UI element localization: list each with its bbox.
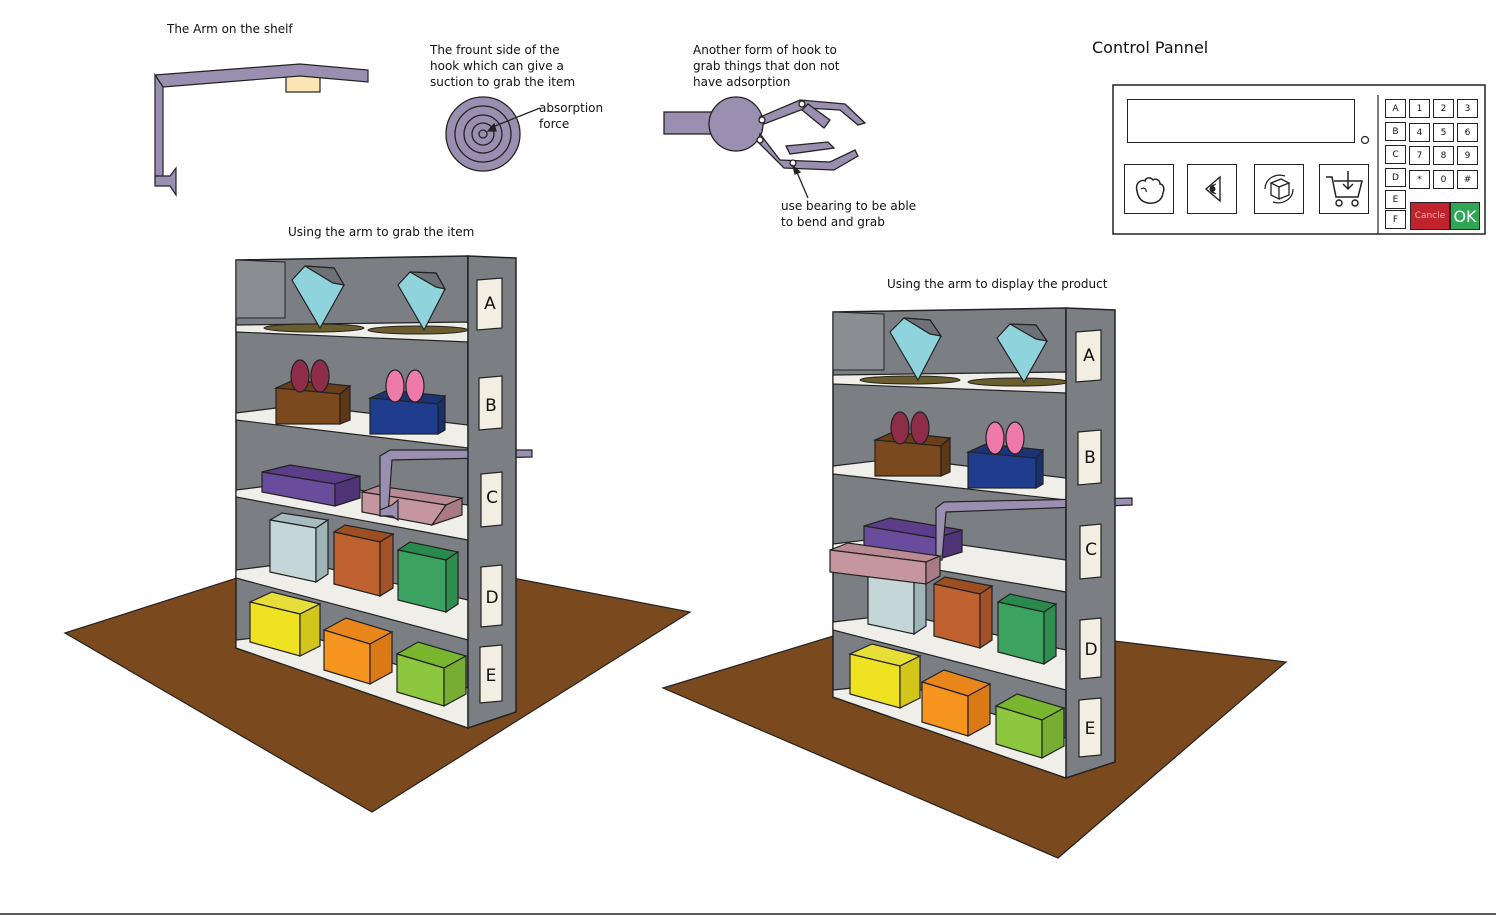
right-shelf-label-e: E [1084,719,1096,739]
right-shelf-scene [661,307,1288,859]
right-shelf-label-b: B [1084,448,1096,468]
right-shelf-label-c: C [1085,540,1097,560]
key-4[interactable]: 4 [1409,123,1430,142]
suction-hook-sketch [445,96,541,172]
view-eye-button[interactable] [1187,164,1237,214]
grab-hand-icon [1135,177,1165,204]
key-0[interactable]: 0 [1433,170,1454,189]
absorption-label: absorption force [539,101,604,131]
bearing-label: use bearing to be able to bend and grab [781,199,917,229]
shelf-arm-sketch [153,63,369,197]
key-star[interactable]: * [1409,170,1430,189]
indicator-light [1360,135,1370,145]
left-shelf-label-b: B [485,396,497,416]
key-3[interactable]: 3 [1457,99,1478,118]
rotate-box-button[interactable] [1254,164,1304,214]
left-shelf-label-a: A [484,294,496,314]
key-6[interactable]: 6 [1457,123,1478,142]
key-row-d[interactable]: D [1385,168,1406,187]
key-2[interactable]: 2 [1433,99,1454,118]
left-shelf-label-d: D [485,588,499,608]
cart-download-button[interactable] [1319,164,1369,214]
key-row-e[interactable]: E [1385,190,1406,209]
front-side-label: The frount side of the hook which can gi… [430,43,576,89]
arm-on-shelf-label: The Arm on the shelf [167,22,293,36]
key-row-c[interactable]: C [1385,145,1406,164]
right-shelf-label-a: A [1083,346,1095,366]
key-7[interactable]: 7 [1409,146,1430,165]
key-row-a[interactable]: A [1385,99,1406,118]
grab-hand-button[interactable] [1124,164,1174,214]
left-shelf-label-e: E [485,666,497,686]
key-hash[interactable]: # [1457,170,1478,189]
view-eye-icon [1204,175,1221,203]
ok-button[interactable]: OK [1450,202,1480,230]
control-panel-display [1127,99,1355,143]
cancel-button[interactable]: Cancle [1410,202,1450,230]
left-shelf-scene [63,255,692,813]
left-shelf-label-c: C [486,488,498,508]
key-1[interactable]: 1 [1409,99,1430,118]
another-hook-label: Another form of hook to grab things that… [693,43,840,89]
display-caption: Using the arm to display the product [887,277,1108,291]
rotate-box-icon [1264,174,1294,204]
key-9[interactable]: 9 [1457,146,1478,165]
key-5[interactable]: 5 [1433,123,1454,142]
key-row-b[interactable]: B [1385,122,1406,141]
key-8[interactable]: 8 [1433,146,1454,165]
right-shelf-label-d: D [1084,640,1098,660]
grab-caption: Using the arm to grab the item [288,225,475,239]
key-row-f[interactable]: F [1385,210,1406,229]
cart-download-icon [1326,171,1363,207]
claw-hook-sketch [663,96,867,199]
control-panel-title: Control Pannel [1092,38,1209,57]
